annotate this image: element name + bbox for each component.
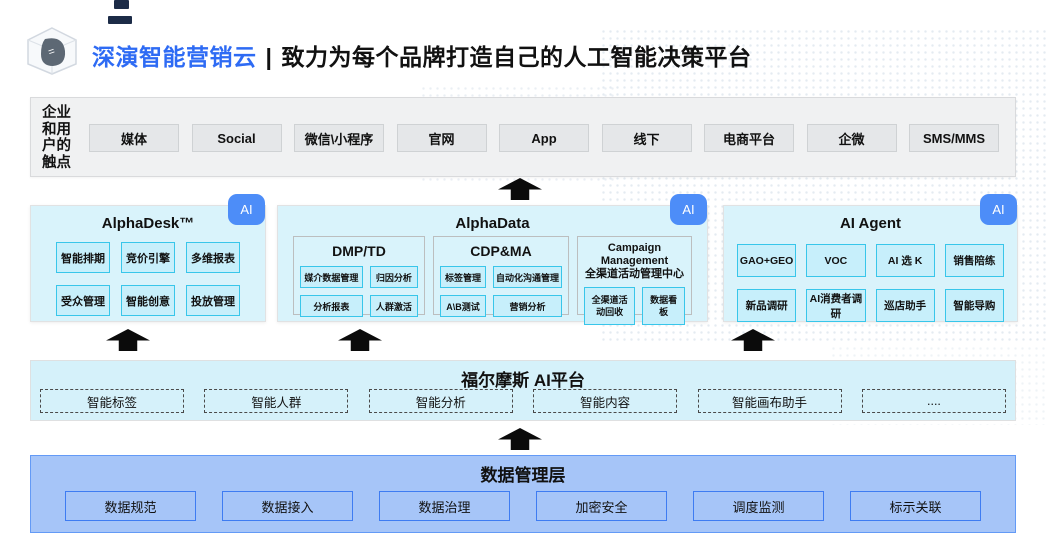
campaign-items: 全渠道活动回收 数据看板 <box>584 287 685 325</box>
capability-smart-audience: 智能人群 <box>204 389 349 413</box>
campaign-title-en: Campaign Management <box>600 242 669 267</box>
module-analysis-report: 分析报表 <box>300 295 363 317</box>
ai-badge: AI <box>980 194 1017 225</box>
schedule-monitoring: 调度监测 <box>693 491 824 521</box>
capability-smart-content: 智能内容 <box>533 389 678 413</box>
map-fragment <box>108 16 132 24</box>
ai-badge: AI <box>228 194 265 225</box>
data-standards: 数据规范 <box>65 491 196 521</box>
module-smart-creative: 智能创意 <box>121 285 175 316</box>
capability-more: .... <box>861 389 1006 413</box>
agent-new-product-research: 新品调研 <box>737 289 797 322</box>
module-smart-scheduling: 智能排期 <box>56 242 110 273</box>
page-title: 深演智能营销云 | 致力为每个品牌打造自己的人工智能决策平台 <box>92 38 751 72</box>
capability-smart-analysis: 智能分析 <box>368 389 513 413</box>
subpanel-campaign-mgmt: Campaign Management 全渠道活动管理中心 全渠道活动回收 数据… <box>577 236 692 325</box>
module-data-dashboard: 数据看板 <box>642 287 685 325</box>
up-arrow-icon <box>498 178 542 200</box>
ai-badge: AI <box>670 194 707 225</box>
panel-alphadesk: AI AlphaDesk™ 智能排期 竞价引擎 多维报表 受众管理 智能创意 投… <box>30 194 266 322</box>
module-marketing-analysis: 营销分析 <box>493 295 562 317</box>
touchpoint-offline: 线下 <box>601 124 692 152</box>
campaign-title-cn: 全渠道活动管理中心 <box>585 268 684 280</box>
subpanel-dmp-td: DMP/TD 媒介数据管理 归因分析 分析报表 人群激活 <box>293 236 425 317</box>
module-audience-mgmt: 受众管理 <box>56 285 110 316</box>
module-automated-comm-mgmt: 自动化沟通管理 <box>493 266 562 288</box>
touchpoints-row: 媒体 Social 微信\小程序 官网 App 线下 电商平台 企微 SMS/M… <box>89 124 999 152</box>
id-association: 标示关联 <box>850 491 981 521</box>
data-layer-band: 数据管理层 数据规范 数据接入 数据治理 加密安全 调度监测 标示关联 <box>30 455 1016 533</box>
touchpoint-wechat-miniprogram: 微信\小程序 <box>294 124 384 152</box>
touchpoints-band: 企业和用户的触点 媒体 Social 微信\小程序 官网 App 线下 电商平台… <box>30 97 1016 177</box>
module-delivery-mgmt: 投放管理 <box>186 285 240 316</box>
up-arrow-icon <box>338 329 382 351</box>
subpanel-cdp-ma-title: CDP&MA <box>470 243 532 259</box>
data-layer-title: 数据管理层 <box>480 466 566 485</box>
touchpoint-media: 媒体 <box>89 124 179 152</box>
brand-name: 深演智能营销云 <box>92 44 257 70</box>
touchpoint-sms-mms: SMS/MMS <box>909 124 999 152</box>
module-multidim-report: 多维报表 <box>186 242 240 273</box>
touchpoint-app: App <box>499 124 589 152</box>
panel-alphadata: AI AlphaData DMP/TD 媒介数据管理 归因分析 分析报表 人群激… <box>277 194 708 325</box>
alphadesk-items: 智能排期 竞价引擎 多维报表 受众管理 智能创意 投放管理 <box>56 242 240 316</box>
brand-logo-icon: = <box>24 26 80 81</box>
agent-voc: VOC <box>806 244 866 277</box>
module-media-data-mgmt: 媒介数据管理 <box>300 266 363 288</box>
panel-alphadesk-title: AlphaDesk™ <box>101 215 195 232</box>
touchpoint-wecom: 企微 <box>806 124 897 152</box>
ai-platform-items: 智能标签 智能人群 智能分析 智能内容 智能画布助手 .... <box>40 389 1006 413</box>
module-omnichannel-recycle: 全渠道活动回收 <box>584 287 636 325</box>
panel-ai-agent: AI AI Agent GAO+GEO VOC AI 选 K 销售陪练 新品调研… <box>723 194 1018 322</box>
ai-agent-items: GAO+GEO VOC AI 选 K 销售陪练 新品调研 AI消费者调研 巡店助… <box>737 244 1004 322</box>
touchpoint-ecommerce: 电商平台 <box>704 124 794 152</box>
data-layer-items: 数据规范 数据接入 数据治理 加密安全 调度监测 标示关联 <box>65 491 981 521</box>
alphadata-subpanels: DMP/TD 媒介数据管理 归因分析 分析报表 人群激活 CDP&MA 标签管理… <box>293 236 692 325</box>
subpanel-cdp-ma: CDP&MA 标签管理 自动化沟通管理 A\B测试 营销分析 <box>433 236 569 317</box>
svg-text:=: = <box>47 45 57 58</box>
encryption-security: 加密安全 <box>536 491 667 521</box>
data-ingestion: 数据接入 <box>222 491 353 521</box>
subpanel-dmp-td-title: DMP/TD <box>332 243 386 259</box>
touchpoints-label: 企业和用户的触点 <box>42 105 71 171</box>
capability-smart-canvas-assistant: 智能画布助手 <box>697 389 842 413</box>
module-tag-mgmt: 标签管理 <box>440 266 486 288</box>
up-arrow-icon <box>498 428 542 450</box>
agent-ai-select-k: AI 选 K <box>875 244 935 277</box>
capability-smart-tags: 智能标签 <box>40 389 184 413</box>
ai-platform-band: 福尔摩斯 AI平台 智能标签 智能人群 智能分析 智能内容 智能画布助手 ...… <box>30 360 1016 421</box>
ai-platform-title: 福尔摩斯 AI平台 <box>461 371 585 390</box>
agent-ai-consumer-research: AI消费者调研 <box>806 289 866 322</box>
agent-gao-geo: GAO+GEO <box>737 244 797 277</box>
data-governance: 数据治理 <box>379 491 510 521</box>
panel-alphadata-title: AlphaData <box>455 215 530 232</box>
title-separator: | <box>265 44 273 70</box>
dmp-items: 媒介数据管理 归因分析 分析报表 人群激活 <box>300 266 418 317</box>
agent-store-patrol-assistant: 巡店助手 <box>875 289 935 322</box>
module-attribution-analysis: 归因分析 <box>369 266 418 288</box>
tagline: 致力为每个品牌打造自己的人工智能决策平台 <box>281 44 752 70</box>
map-fragment <box>114 0 129 9</box>
subpanel-campaign-title: Campaign Management 全渠道活动管理中心 <box>584 242 685 281</box>
touchpoint-official-site: 官网 <box>396 124 487 152</box>
cdp-items: 标签管理 自动化沟通管理 A\B测试 营销分析 <box>440 266 562 317</box>
agent-smart-shopping-guide: 智能导购 <box>944 289 1004 322</box>
module-audience-activation: 人群激活 <box>369 295 418 317</box>
agent-sales-training: 销售陪练 <box>944 244 1004 277</box>
up-arrow-icon <box>106 329 150 351</box>
module-ab-test: A\B测试 <box>440 295 486 317</box>
up-arrow-icon <box>731 329 775 351</box>
module-bidding-engine: 竞价引擎 <box>121 242 175 273</box>
touchpoint-social: Social <box>191 124 282 152</box>
panel-ai-agent-title: AI Agent <box>839 215 902 232</box>
